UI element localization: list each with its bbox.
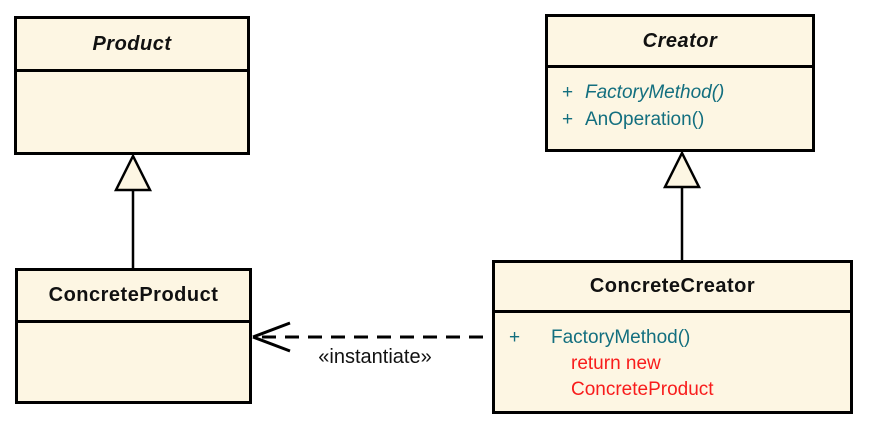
class-title-creator: Creator	[548, 17, 812, 68]
class-box-creator: Creator + FactoryMethod() + AnOperation()	[545, 14, 815, 152]
class-body-concrete-creator: + FactoryMethod() return new ConcreteProd…	[495, 313, 850, 403]
visibility-plus: +	[562, 82, 574, 103]
class-title-concrete-creator: ConcreteCreator	[495, 263, 850, 313]
class-body-concrete-product	[18, 323, 249, 334]
method-name: AnOperation()	[585, 109, 705, 130]
inheritance-arrow-product	[113, 153, 153, 268]
pseudocode-return-new: return new	[571, 353, 661, 374]
method-factorymethod-abstract: + FactoryMethod()	[562, 79, 812, 106]
inheritance-arrow-creator	[662, 150, 702, 260]
class-body-product	[17, 72, 247, 83]
method-name: FactoryMethod()	[585, 82, 725, 103]
visibility-plus: +	[562, 109, 574, 130]
visibility-plus: +	[509, 327, 521, 348]
class-title-product: Product	[17, 19, 247, 72]
class-box-concrete-creator: ConcreteCreator + FactoryMethod() return …	[492, 260, 853, 414]
class-body-creator: + FactoryMethod() + AnOperation()	[548, 68, 812, 133]
instantiate-label: «instantiate»	[318, 346, 432, 368]
class-box-concrete-product: ConcreteProduct	[15, 268, 252, 404]
method-name: FactoryMethod()	[551, 327, 691, 348]
method-anoperation: + AnOperation()	[562, 106, 812, 133]
class-box-product: Product	[14, 16, 250, 155]
pseudocode-concrete-product: ConcreteProduct	[571, 379, 714, 400]
method-factorymethod-concrete: + FactoryMethod()	[509, 324, 850, 351]
class-title-concrete-product: ConcreteProduct	[18, 271, 249, 323]
